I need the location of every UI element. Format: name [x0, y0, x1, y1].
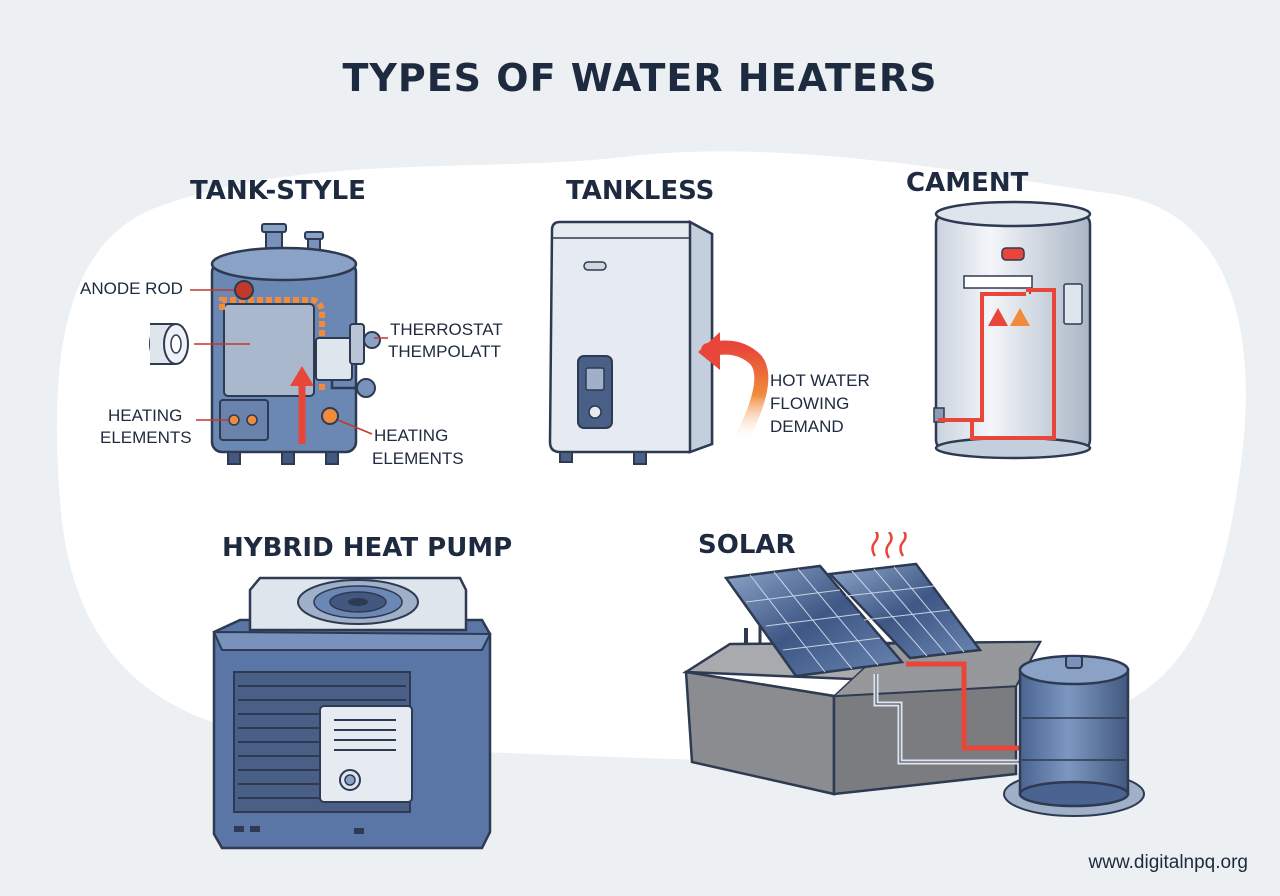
solar-heater-illustration	[681, 532, 1145, 817]
heating-elements-right-label-line1: HEATING	[374, 426, 449, 445]
heating-elements-left-label-line2: ELEMENTS	[100, 428, 192, 447]
hot-water-label-line1: HOT WATER	[770, 371, 870, 390]
thermostat-label-line1: THERROSTAT	[390, 320, 503, 339]
solar-title: SOLAR	[698, 530, 796, 560]
cament-title: CAMENT	[906, 168, 1029, 198]
tank-style-title: TANK-STYLE	[190, 176, 366, 206]
anode-rod-label: ANODE ROD	[80, 279, 183, 298]
tankless-title: TANKLESS	[566, 176, 715, 206]
website-url: www.digitalnpq.org	[1088, 852, 1248, 873]
page-title: TYPES OF WATER HEATERS	[342, 56, 938, 100]
hybrid-heat-pump-title: HYBRID HEAT PUMP	[222, 533, 513, 563]
cament-heater-illustration	[933, 200, 1092, 460]
heating-elements-left-label-line1: HEATING	[108, 406, 183, 425]
hot-water-label-line2: FLOWING	[770, 394, 850, 413]
tankless-heater-illustration	[548, 219, 769, 465]
hybrid-heat-pump-illustration	[212, 576, 492, 850]
hot-water-label-line3: DEMAND	[770, 417, 844, 436]
heating-elements-right-label-line2: ELEMENTS	[372, 449, 464, 468]
thermostat-label-line2: THEMPOLATT	[388, 342, 502, 361]
tank-style-heater-illustration	[149, 223, 388, 465]
